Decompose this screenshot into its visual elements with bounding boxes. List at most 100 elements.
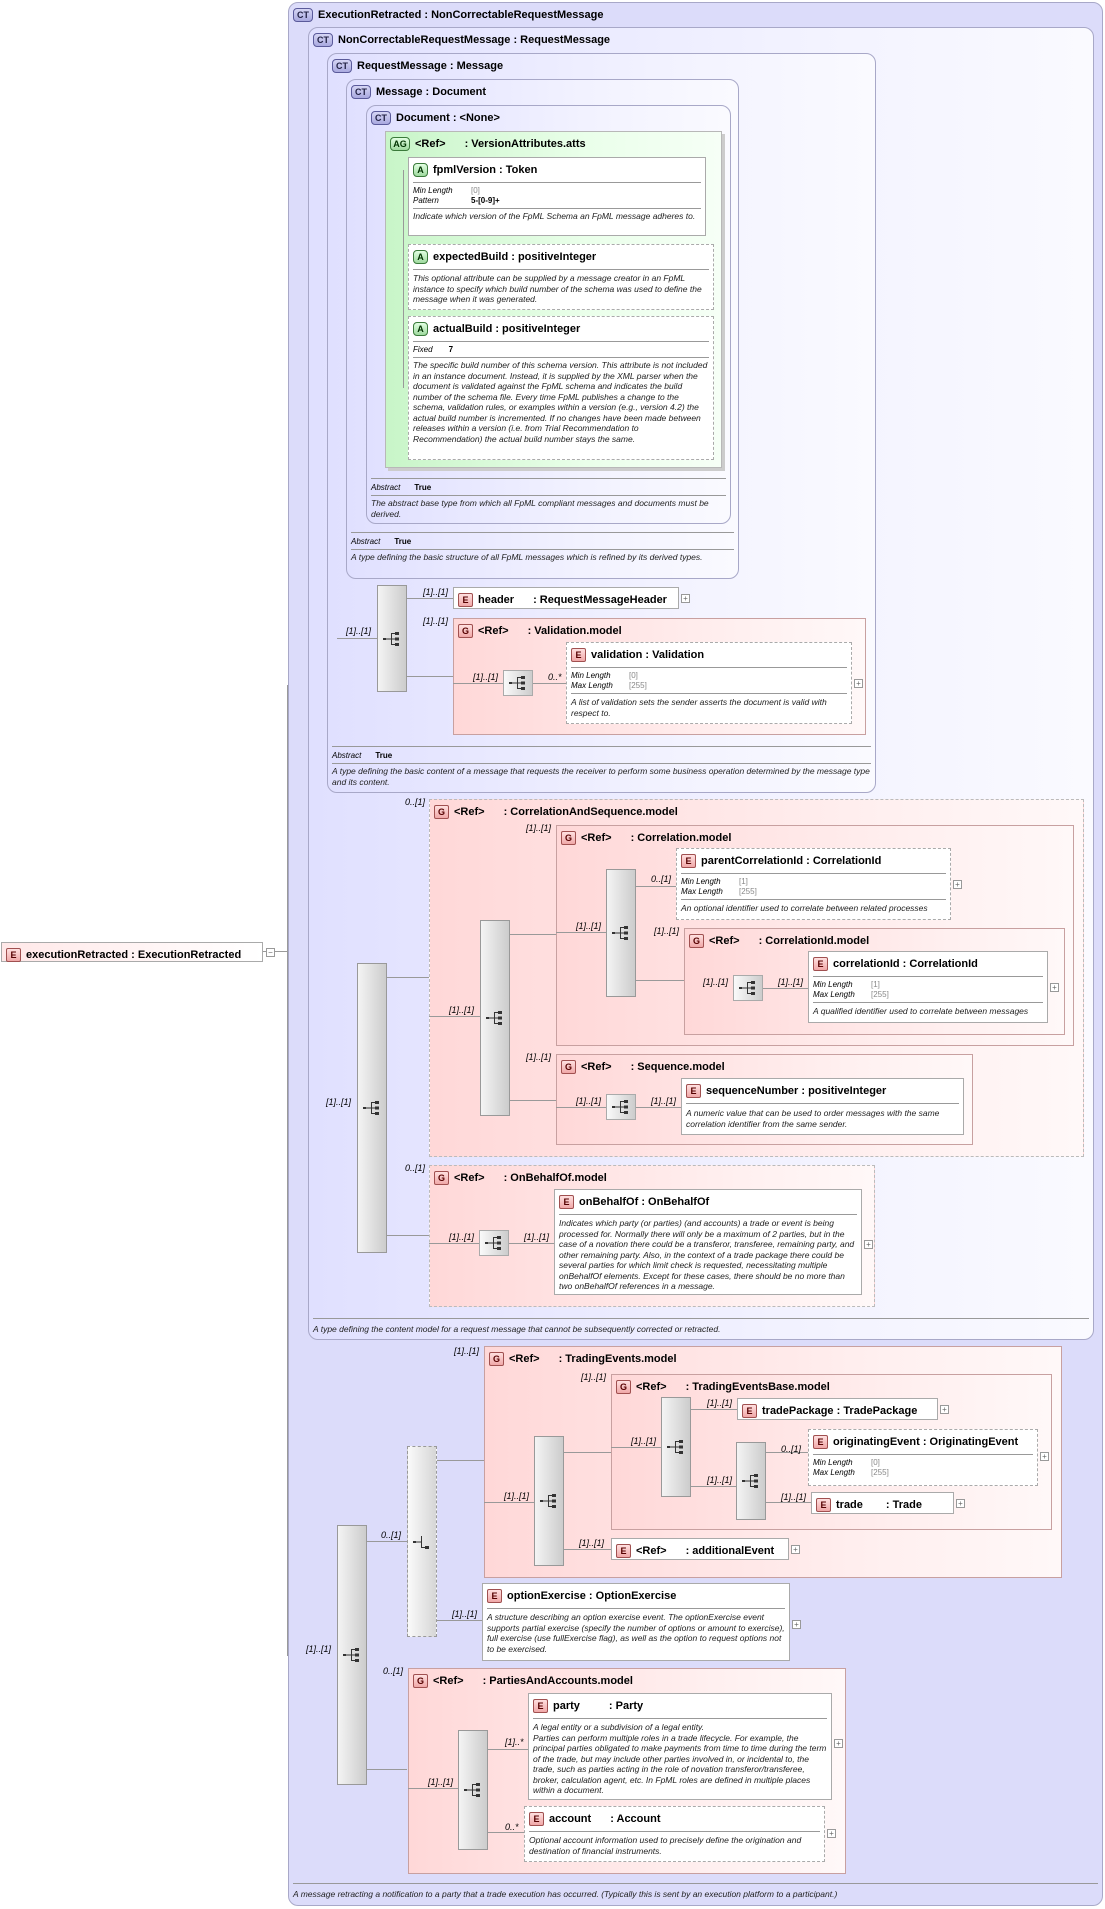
collapse-icon[interactable]: − xyxy=(266,948,275,957)
connector xyxy=(636,980,684,981)
element-additional-event[interactable]: E<Ref>: additionalEvent + xyxy=(611,1538,800,1560)
cardinality: [1]..[1] xyxy=(579,1538,605,1548)
element-icon: E xyxy=(813,957,828,971)
sequence-icon xyxy=(486,1011,502,1025)
expand-icon[interactable]: + xyxy=(791,1545,800,1554)
sequence-icon xyxy=(742,1474,758,1488)
sequence-icon xyxy=(509,676,525,690)
expand-icon[interactable]: + xyxy=(681,594,690,603)
ct-description: A message retracting a notification to a… xyxy=(293,1889,838,1899)
element-icon: E xyxy=(487,1589,502,1603)
cardinality: 0..[1] xyxy=(405,1163,426,1173)
cardinality: [1]..[1] xyxy=(707,1398,733,1408)
choice-compositor[interactable] xyxy=(407,1446,437,1637)
group-icon: G xyxy=(616,1380,631,1394)
sequence-compositor[interactable] xyxy=(736,1442,766,1520)
cardinality: [1]..[1] xyxy=(449,1005,475,1015)
sequence-compositor[interactable] xyxy=(377,585,407,692)
connector xyxy=(763,988,808,989)
element-icon: E xyxy=(742,1404,757,1418)
choice-compositor[interactable] xyxy=(661,1397,691,1497)
attribute-group-icon: AG xyxy=(390,137,410,151)
connector xyxy=(387,977,429,978)
cardinality: [1]..[1] xyxy=(326,1097,352,1107)
sequence-icon xyxy=(612,1100,628,1114)
ct-description: A type defining the content model for a … xyxy=(313,1324,721,1334)
sequence-icon xyxy=(363,1101,379,1115)
sequence-compositor[interactable] xyxy=(458,1730,488,1850)
connector xyxy=(488,1749,528,1750)
sequence-icon xyxy=(485,1236,501,1250)
cardinality: 0..* xyxy=(505,1822,519,1832)
cardinality: [1]..[1] xyxy=(526,1052,552,1062)
expand-icon[interactable]: + xyxy=(792,1620,801,1629)
sequence-compositor[interactable] xyxy=(606,1094,636,1120)
expand-icon[interactable]: + xyxy=(854,679,863,688)
connector xyxy=(367,1769,407,1770)
cardinality: [1]..[1] xyxy=(703,977,729,987)
expand-icon[interactable]: + xyxy=(953,880,962,889)
sequence-compositor[interactable] xyxy=(480,920,510,1116)
expand-icon[interactable]: + xyxy=(956,1499,965,1508)
cardinality: [1]..[1] xyxy=(654,926,680,936)
element-icon: E xyxy=(533,1699,548,1713)
group-icon: G xyxy=(434,805,449,819)
cardinality: [1]..[1] xyxy=(651,1096,677,1106)
sequence-compositor[interactable] xyxy=(606,869,636,997)
connector xyxy=(556,932,606,933)
sequence-compositor[interactable] xyxy=(534,1436,564,1566)
connector xyxy=(636,1107,681,1108)
divider xyxy=(313,1318,1089,1319)
connector xyxy=(453,683,503,684)
group-icon: G xyxy=(489,1352,504,1366)
group-icon: G xyxy=(561,1060,576,1074)
expand-icon[interactable]: + xyxy=(827,1829,836,1838)
sequence-compositor[interactable] xyxy=(733,975,763,1001)
sequence-compositor[interactable] xyxy=(357,963,387,1253)
cardinality: [1]..[1] xyxy=(454,1346,480,1356)
expand-icon[interactable]: + xyxy=(1050,983,1059,992)
element-icon: E xyxy=(616,1544,631,1558)
cardinality: [1]..[1] xyxy=(306,1644,332,1654)
element-icon: E xyxy=(458,593,473,607)
connector xyxy=(429,1243,479,1244)
expand-icon[interactable]: + xyxy=(940,1405,949,1414)
expand-icon[interactable]: + xyxy=(864,1240,873,1249)
divider xyxy=(371,495,726,496)
attribute-icon: A xyxy=(413,322,428,336)
connector xyxy=(556,1107,606,1108)
expand-icon[interactable]: + xyxy=(1040,1452,1049,1461)
sequence-compositor[interactable] xyxy=(337,1525,367,1785)
expand-icon[interactable]: + xyxy=(834,1739,843,1748)
cardinality: [1]..[1] xyxy=(428,1777,454,1787)
element-icon: E xyxy=(571,648,586,662)
connector xyxy=(407,598,453,599)
divider xyxy=(293,1883,1098,1884)
sequence-compositor[interactable] xyxy=(503,670,533,696)
sequence-compositor[interactable] xyxy=(479,1230,509,1256)
element-tag-icon: E xyxy=(6,948,21,962)
element-icon: E xyxy=(686,1084,701,1098)
connector xyxy=(337,638,377,639)
